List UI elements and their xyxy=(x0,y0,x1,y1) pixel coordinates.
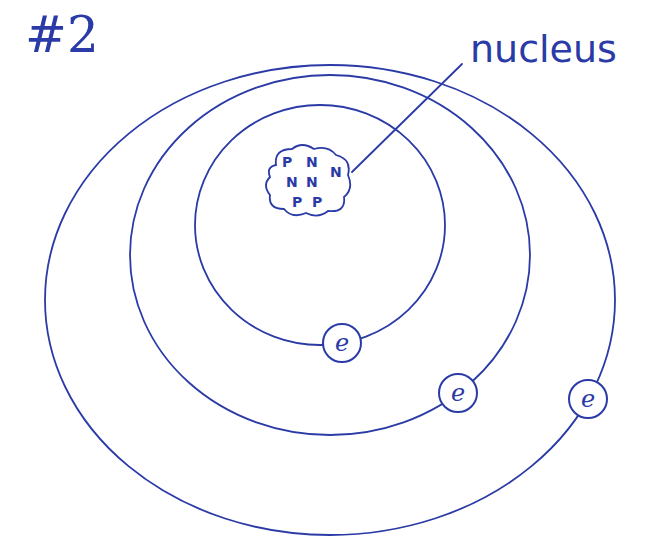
electron-letter: e xyxy=(335,331,349,355)
middle-orbit xyxy=(130,75,530,435)
leader-line xyxy=(352,64,462,172)
inner-orbit xyxy=(195,105,445,345)
particle-letter: N xyxy=(306,175,318,189)
electron-letter: e xyxy=(451,381,465,405)
page-title: #2 xyxy=(25,10,99,60)
particle-letter: N xyxy=(330,165,342,179)
particle-letter: N xyxy=(306,155,318,169)
electron-circle: e xyxy=(322,323,362,363)
particle-letter: P xyxy=(312,195,322,209)
electron-circle: e xyxy=(568,379,608,419)
electron-letter: e xyxy=(581,387,595,411)
outer-orbit xyxy=(45,65,615,535)
part-label: nucleus xyxy=(470,30,617,68)
particle-letter: P xyxy=(292,195,302,209)
particle-letter: P xyxy=(282,155,292,169)
nucleus: PNNNNPP xyxy=(262,143,354,218)
particle-letter: N xyxy=(286,175,298,189)
electron-circle: e xyxy=(438,373,478,413)
